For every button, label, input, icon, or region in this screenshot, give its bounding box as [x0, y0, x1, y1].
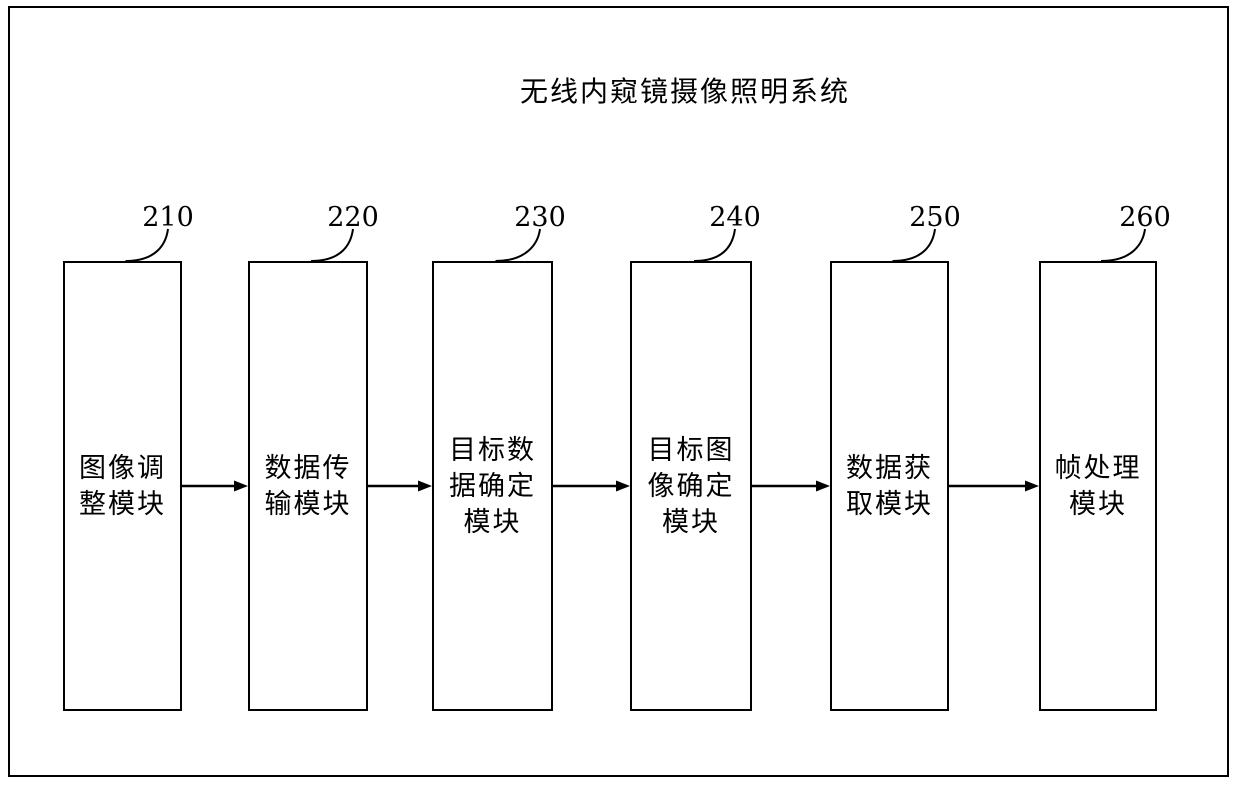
- module-box-210: 图像调整模块: [63, 261, 182, 711]
- diagram-title: 无线内窥镜摄像照明系统: [519, 76, 851, 107]
- diagram-border-frame: [8, 6, 1229, 777]
- module-label-line: 输模块: [264, 489, 352, 519]
- module-label-line: 目标图: [647, 435, 735, 465]
- module-label-line: 图像调: [79, 453, 166, 483]
- module-label-line: 模块: [463, 507, 522, 537]
- module-box-260: 帧处理模块: [1039, 261, 1157, 711]
- module-label-line: 像确定: [647, 471, 735, 501]
- module-label-line: 帧处理: [1054, 453, 1142, 483]
- module-box-250: 数据获取模块: [830, 261, 949, 711]
- module-box-230: 目标数据确定模块: [432, 261, 553, 711]
- module-label-line: 数据传: [264, 453, 352, 483]
- module-box-220: 数据传输模块: [248, 261, 368, 711]
- module-box-240: 目标图像确定模块: [630, 261, 752, 711]
- module-ref-number: 230: [514, 202, 566, 233]
- module-label-line: 整模块: [79, 489, 166, 519]
- module-ref-number: 260: [1119, 202, 1171, 233]
- module-label-line: 模块: [1069, 489, 1127, 519]
- module-ref-number: 210: [142, 202, 194, 233]
- module-ref-number: 250: [909, 202, 961, 233]
- module-label-line: 模块: [662, 507, 720, 537]
- module-label-line: 取模块: [846, 489, 933, 519]
- module-label-line: 数据获: [846, 453, 933, 483]
- module-label-line: 目标数: [449, 435, 536, 465]
- module-ref-number: 240: [709, 202, 761, 233]
- module-label-line: 据确定: [449, 471, 536, 501]
- module-ref-number: 220: [327, 202, 379, 233]
